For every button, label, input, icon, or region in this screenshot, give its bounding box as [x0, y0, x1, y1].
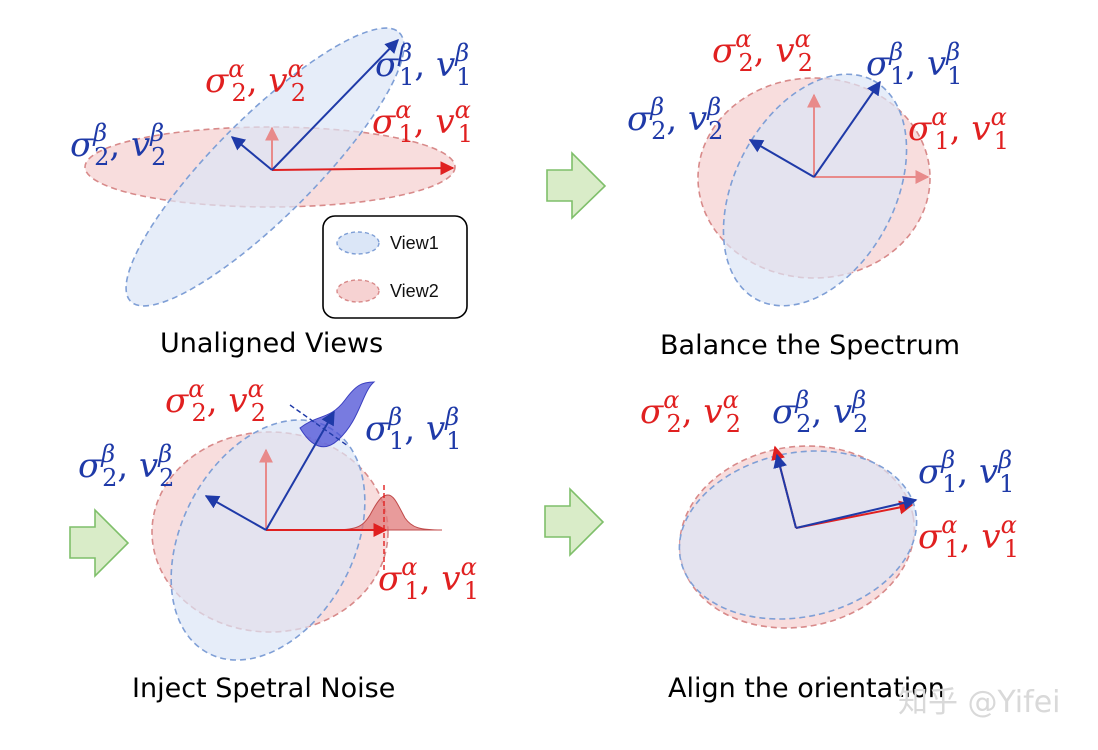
panel-align: Align the orientation: [668, 445, 945, 704]
blue-major-arrow: [795, 496, 918, 529]
caption-unaligned: Unaligned Views: [160, 328, 383, 359]
caption-align: Align the orientation: [668, 673, 945, 704]
right-arrow-2: [69, 508, 130, 578]
legend-view2-label: View2: [390, 281, 439, 301]
panel-balance: Balance the Spectrum: [660, 73, 960, 361]
panel-unaligned: View1 View2 Unaligned Views: [84, 27, 468, 359]
legend-view1-label: View1: [390, 233, 439, 253]
blue-major-arrow: [813, 80, 881, 178]
red-noise-distribution: [329, 494, 443, 531]
caption-balance: Balance the Spectrum: [660, 330, 960, 361]
blue-minor-arrow: [773, 453, 797, 529]
legend-box: [322, 215, 468, 319]
caption-inject: Inject Spetral Noise: [132, 673, 395, 704]
blue-noise-distribution: [299, 381, 376, 448]
transition-arrows: [69, 151, 607, 578]
blue-major-arrow: [265, 410, 335, 531]
view1-ellipse: [678, 450, 918, 620]
panel-inject: Inject Spetral Noise: [132, 381, 443, 704]
blue-major-arrow: [271, 38, 399, 171]
view1-ellipse: [722, 73, 908, 307]
legend-view1-swatch: [336, 231, 380, 255]
view1-ellipse: [125, 27, 405, 307]
blue-minor-arrow: [748, 139, 815, 178]
blue-minor-arrow: [230, 136, 273, 171]
legend: View1 View2: [322, 215, 468, 319]
right-arrow-1: [546, 151, 607, 220]
red-major-arrow: [271, 161, 455, 176]
watermark: 知乎 @Yifei: [898, 685, 1060, 720]
right-arrow-3: [544, 487, 605, 557]
blue-noise-axis: [289, 404, 349, 447]
legend-view2-swatch: [336, 279, 380, 303]
blue-minor-arrow: [204, 495, 267, 531]
